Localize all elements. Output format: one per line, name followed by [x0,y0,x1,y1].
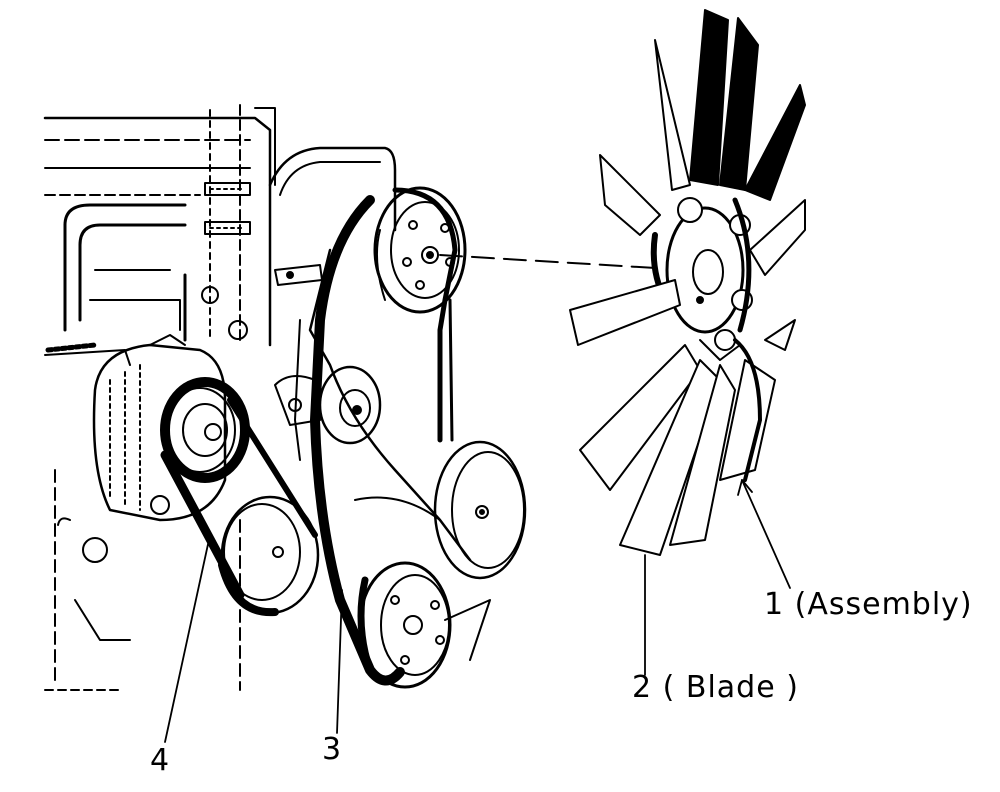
fan-pulley [373,186,467,314]
leader-lines [164,479,791,743]
leader-4 [164,534,211,743]
fan-belt [310,187,458,686]
leader-3 [336,589,343,734]
leader-assembly [741,479,791,589]
callout-assembly: 1 (Assembly) [764,587,973,622]
engine-block [43,104,276,691]
alignment-line [439,254,656,269]
callout-fan-belt: 3 [322,732,343,767]
idler-pulley [318,365,382,445]
water-pump-pulley [433,440,527,580]
callout-alternator-belt: 4 [150,743,171,778]
fan-assembly [569,9,806,556]
timing-cover [268,146,472,562]
crankshaft-pulley [354,496,491,689]
callout-blade: 2 ( Blade ) [632,670,799,705]
alternator-belt [160,377,320,617]
